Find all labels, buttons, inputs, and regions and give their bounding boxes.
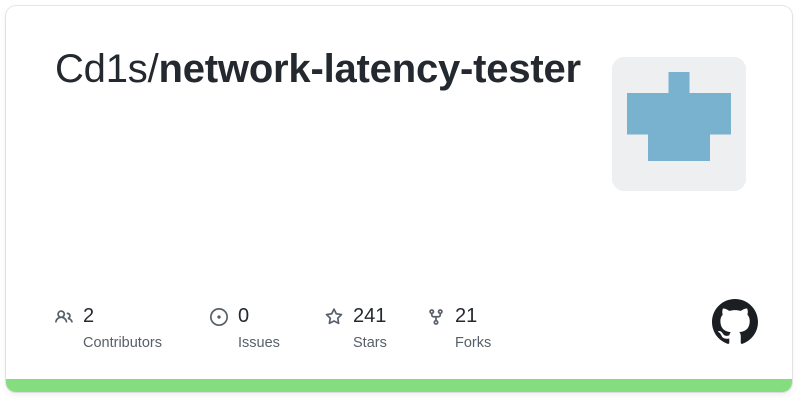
repo-title: Cd1s/network-latency-tester <box>55 44 600 94</box>
stat-forks: 21 Forks <box>427 305 491 351</box>
github-logo-icon <box>712 299 758 344</box>
repo-owner: Cd1s/ <box>55 47 159 91</box>
contributors-count: 2 <box>83 305 95 327</box>
forks-label: Forks <box>455 335 492 351</box>
repo-name: network-latency-tester <box>158 47 582 91</box>
language-bar <box>6 379 792 392</box>
forks-count: 21 <box>455 305 478 327</box>
people-icon <box>55 310 73 323</box>
stat-stars: 241 Stars <box>325 305 387 351</box>
star-icon <box>325 308 343 325</box>
stat-issues: 0 Issues <box>210 305 280 351</box>
issues-count: 0 <box>238 305 250 327</box>
contributors-label: Contributors <box>83 335 162 351</box>
issues-label: Issues <box>238 335 280 351</box>
stars-label: Stars <box>353 335 387 351</box>
avatar <box>612 57 746 191</box>
stars-count: 241 <box>353 305 387 327</box>
stat-contributors: 2 Contributors <box>55 305 162 351</box>
repo-social-card: Cd1s/network-latency-tester 2 Contributo… <box>6 6 792 392</box>
issue-open-icon <box>210 308 228 326</box>
fork-icon <box>429 309 443 325</box>
avatar-identicon <box>612 57 746 191</box>
